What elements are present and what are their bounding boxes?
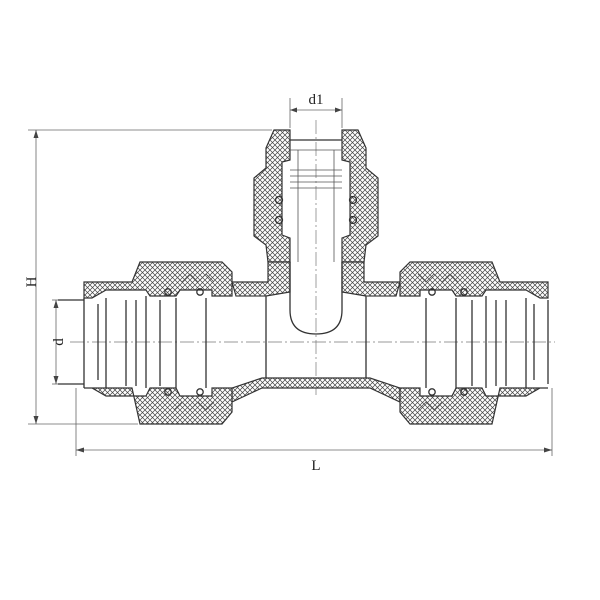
dimension-L: L <box>75 388 553 474</box>
left-oring-top <box>164 288 172 296</box>
dimension-label-d1: d1 <box>309 92 324 108</box>
right-oring-top <box>460 288 468 296</box>
right-nut-top <box>399 261 549 299</box>
left-oring-bottom <box>164 388 172 396</box>
dimension-d1: d1 <box>289 92 343 128</box>
branch-bore <box>289 262 343 335</box>
branch-oring-left <box>274 195 284 205</box>
branch-nut-left-wall <box>253 129 291 263</box>
dimension-label-L: L <box>311 458 320 474</box>
branch-oring-right <box>348 195 358 205</box>
body-top-wall-right <box>341 261 401 297</box>
right-oring-bottom <box>460 388 468 396</box>
right-nut-bottom <box>399 387 548 425</box>
branch-outlet <box>253 129 379 263</box>
dimension-d: d <box>51 299 67 385</box>
dimension-H: H <box>24 129 272 425</box>
branch-nut-right-wall <box>341 129 379 263</box>
branch-thread <box>290 169 342 189</box>
centerlines <box>70 120 555 395</box>
left-nut-top <box>83 261 233 299</box>
right-nut <box>399 261 549 425</box>
dimension-label-H: H <box>24 276 40 287</box>
body-top-wall <box>231 261 291 297</box>
dimension-label-d: d <box>51 338 67 346</box>
left-nut-bottom <box>84 387 233 425</box>
left-nut <box>58 261 233 425</box>
